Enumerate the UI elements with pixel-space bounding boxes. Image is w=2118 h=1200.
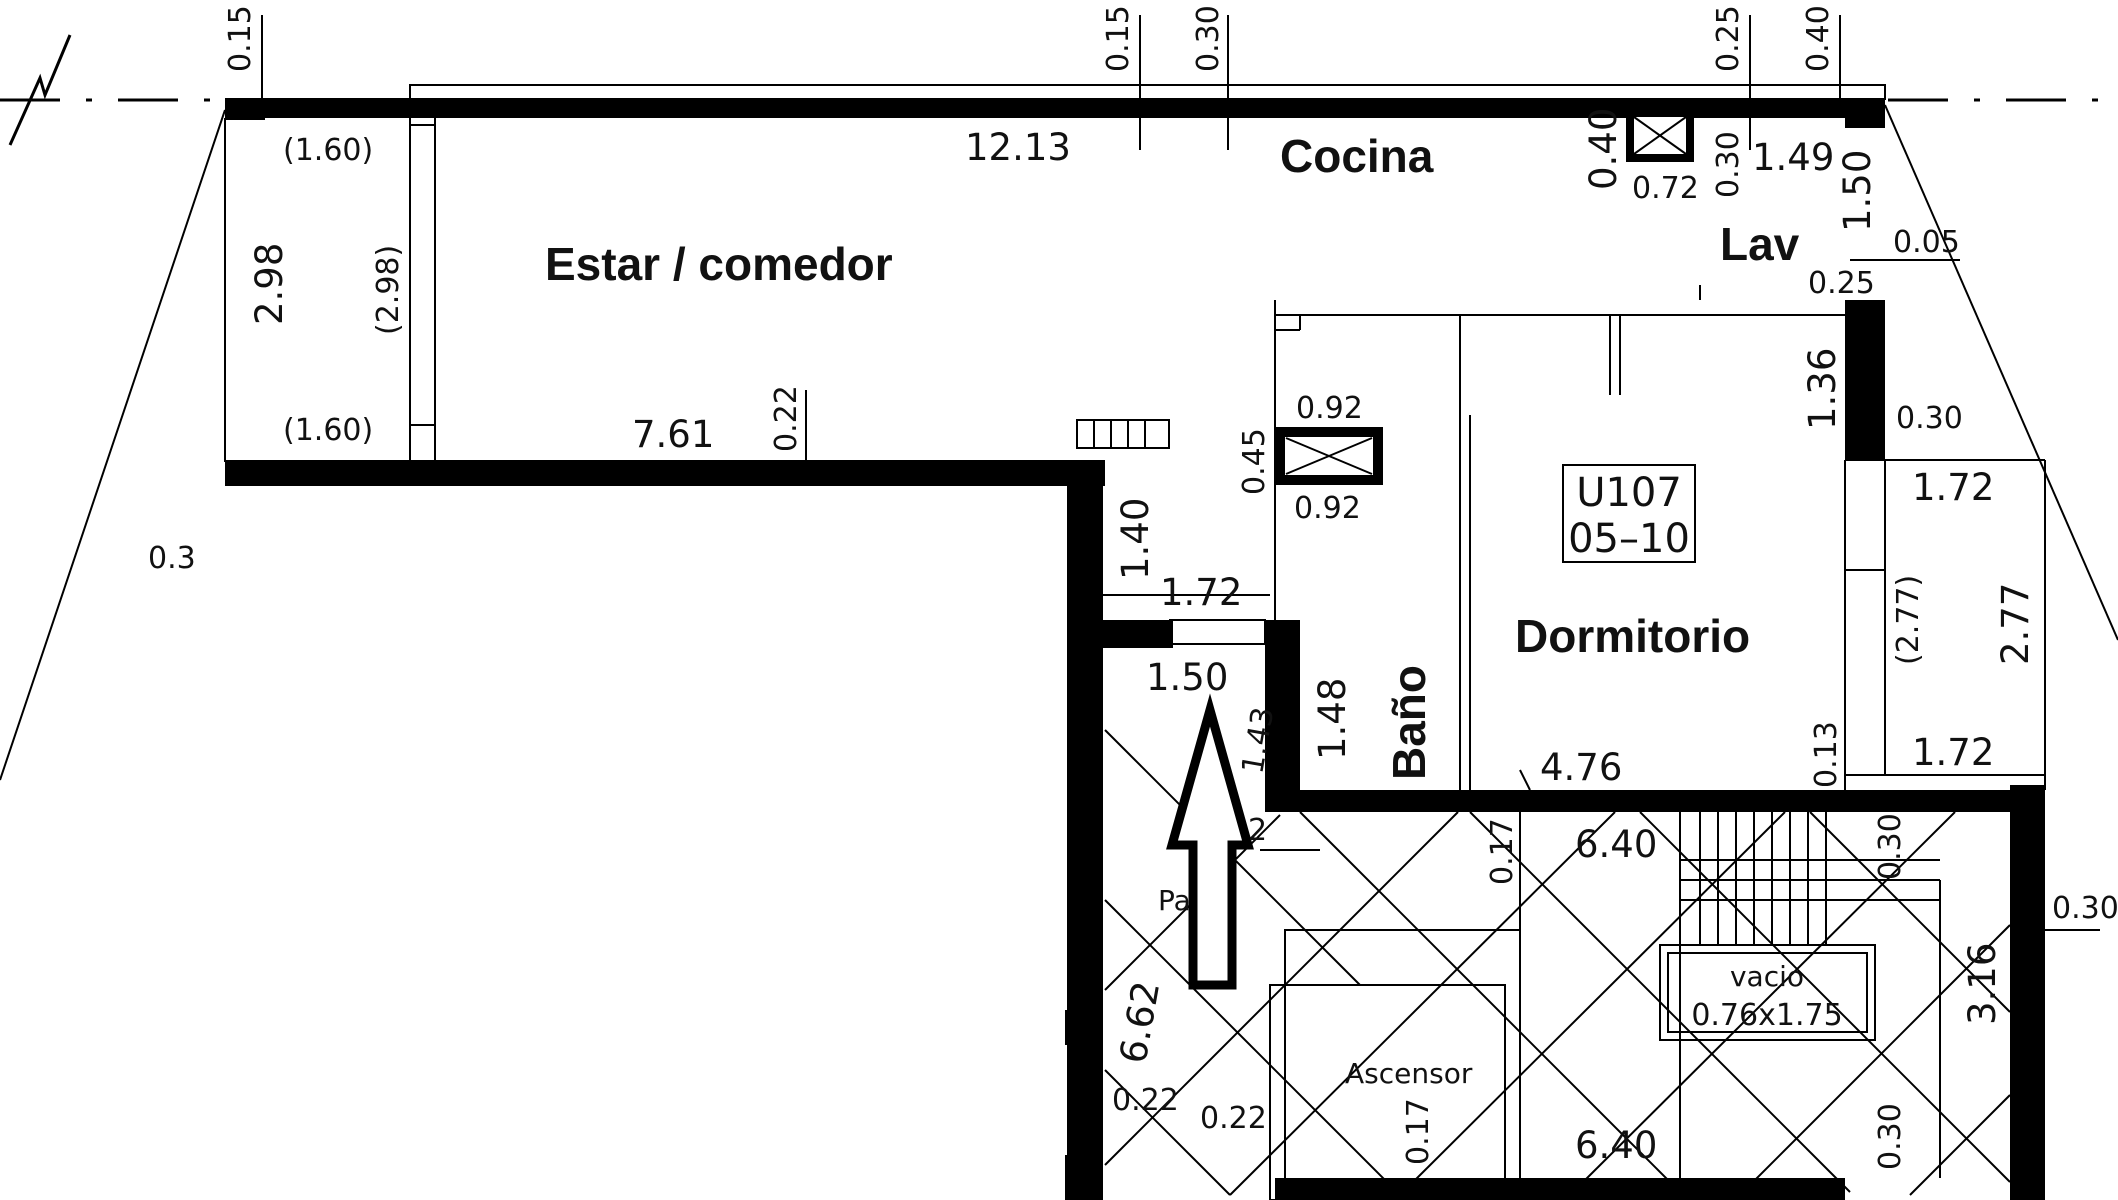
dim-bedroom-013: 0.13 — [1809, 721, 1844, 788]
dim-balcony-277: 2.77 — [1994, 583, 2037, 665]
room-label-bath: Baño — [1383, 665, 1435, 780]
dim-shaft-040: 0.40 — [1582, 108, 1625, 190]
shaft-bath — [1275, 427, 1383, 485]
dim-balcony-paren-277: (2.77) — [1891, 575, 1926, 665]
dim-bath-148: 1.48 — [1311, 678, 1354, 760]
dim-hall-017-bottom: 0.17 — [1401, 1098, 1436, 1165]
unit-code: U107 — [1576, 470, 1682, 516]
void-size: 0.76x1.75 — [1691, 998, 1842, 1033]
dim-shaft2-045: 0.45 — [1237, 428, 1272, 495]
walls — [225, 98, 2045, 1200]
left-slope-line — [0, 109, 226, 781]
dim-shaft-030: 0.30 — [1711, 131, 1746, 198]
right-slope-line — [1884, 104, 2118, 641]
unit-tag: U107 05–10 — [1562, 464, 1696, 563]
room-label-living: Estar / comedor — [545, 238, 893, 290]
dim-wall-030-right: 0.30 — [1896, 401, 1963, 436]
dim-top-015-a: 0.15 — [223, 5, 258, 72]
room-label-laundry: Lav — [1720, 218, 1800, 270]
dim-balcony-172-top: 1.72 — [1912, 466, 1994, 509]
dim-top-015-b: 0.15 — [1101, 5, 1136, 72]
shaft-kitchen — [1626, 109, 1694, 162]
dim-hall-022-a: 0.22 — [1112, 1083, 1179, 1118]
dimension-ticks — [261, 15, 2100, 931]
dim-stair-316: 3.16 — [1961, 943, 2004, 1025]
dim-hall-030-top: 0.30 — [1873, 813, 1908, 880]
room-label-partial: Pa — [1158, 884, 1191, 917]
axis-line — [0, 34, 2118, 146]
dim-wall-136: 1.36 — [1801, 348, 1844, 430]
thin-lines — [224, 84, 2046, 800]
dim-paren-298: (2.98) — [371, 245, 406, 335]
dim-balcony-172-bottom: 1.72 — [1912, 731, 1994, 774]
dim-hall-017-top: 0.17 — [1485, 818, 1520, 885]
dim-top-030: 0.30 — [1191, 5, 1226, 72]
dim-paren-160-bottom: (1.60) — [283, 413, 373, 448]
void-label: vacio — [1730, 960, 1804, 993]
dim-corridor-140: 1.40 — [1114, 498, 1157, 580]
dim-hall-640-bottom: 6.40 — [1575, 1124, 1657, 1167]
dim-left-cut: 0.3 — [148, 541, 196, 576]
stair-treads — [1680, 812, 1940, 945]
dim-hall-030-bottom: 0.30 — [1873, 1103, 1908, 1170]
room-label-bedroom: Dormitorio — [1515, 610, 1750, 662]
dim-shaft2-092-bottom: 0.92 — [1294, 491, 1361, 526]
room-label-kitchen: Cocina — [1280, 130, 1434, 182]
entrance-arrow — [1166, 693, 1254, 990]
dim-wall-022: 0.22 — [769, 385, 804, 452]
dim-top-025: 0.25 — [1711, 5, 1746, 72]
dim-top-040: 0.40 — [1801, 5, 1836, 72]
room-label-elevator: Ascensor — [1345, 1057, 1473, 1090]
unit-range: 05–10 — [1568, 516, 1690, 562]
dim-living-length: 12.13 — [965, 126, 1071, 169]
dim-lav-025: 0.25 — [1808, 266, 1875, 301]
dim-small-2: 2 — [1248, 813, 1267, 848]
dim-paren-160-top: (1.60) — [283, 133, 373, 168]
dim-right-030: 0.30 — [2052, 891, 2118, 926]
dim-shaft-072: 0.72 — [1632, 171, 1699, 206]
dim-hall-640-top: 6.40 — [1575, 823, 1657, 866]
dim-hall-022-b: 0.22 — [1200, 1101, 1267, 1136]
dim-lav-005: 0.05 — [1893, 225, 1960, 260]
dim-lav-149: 1.49 — [1752, 136, 1834, 179]
dim-bedroom-476: 4.76 — [1540, 746, 1622, 789]
dim-lav-150: 1.50 — [1836, 150, 1879, 232]
dim-hall-662: 6.62 — [1112, 978, 1169, 1067]
dim-door-150: 1.50 — [1146, 656, 1228, 699]
dim-shaft2-092-top: 0.92 — [1296, 391, 1363, 426]
common-hall-hatch — [1104, 729, 2011, 1200]
dim-corridor-172: 1.72 — [1160, 571, 1242, 614]
dim-living-lower: 7.61 — [632, 413, 714, 456]
dim-height-298: 2.98 — [248, 243, 291, 325]
